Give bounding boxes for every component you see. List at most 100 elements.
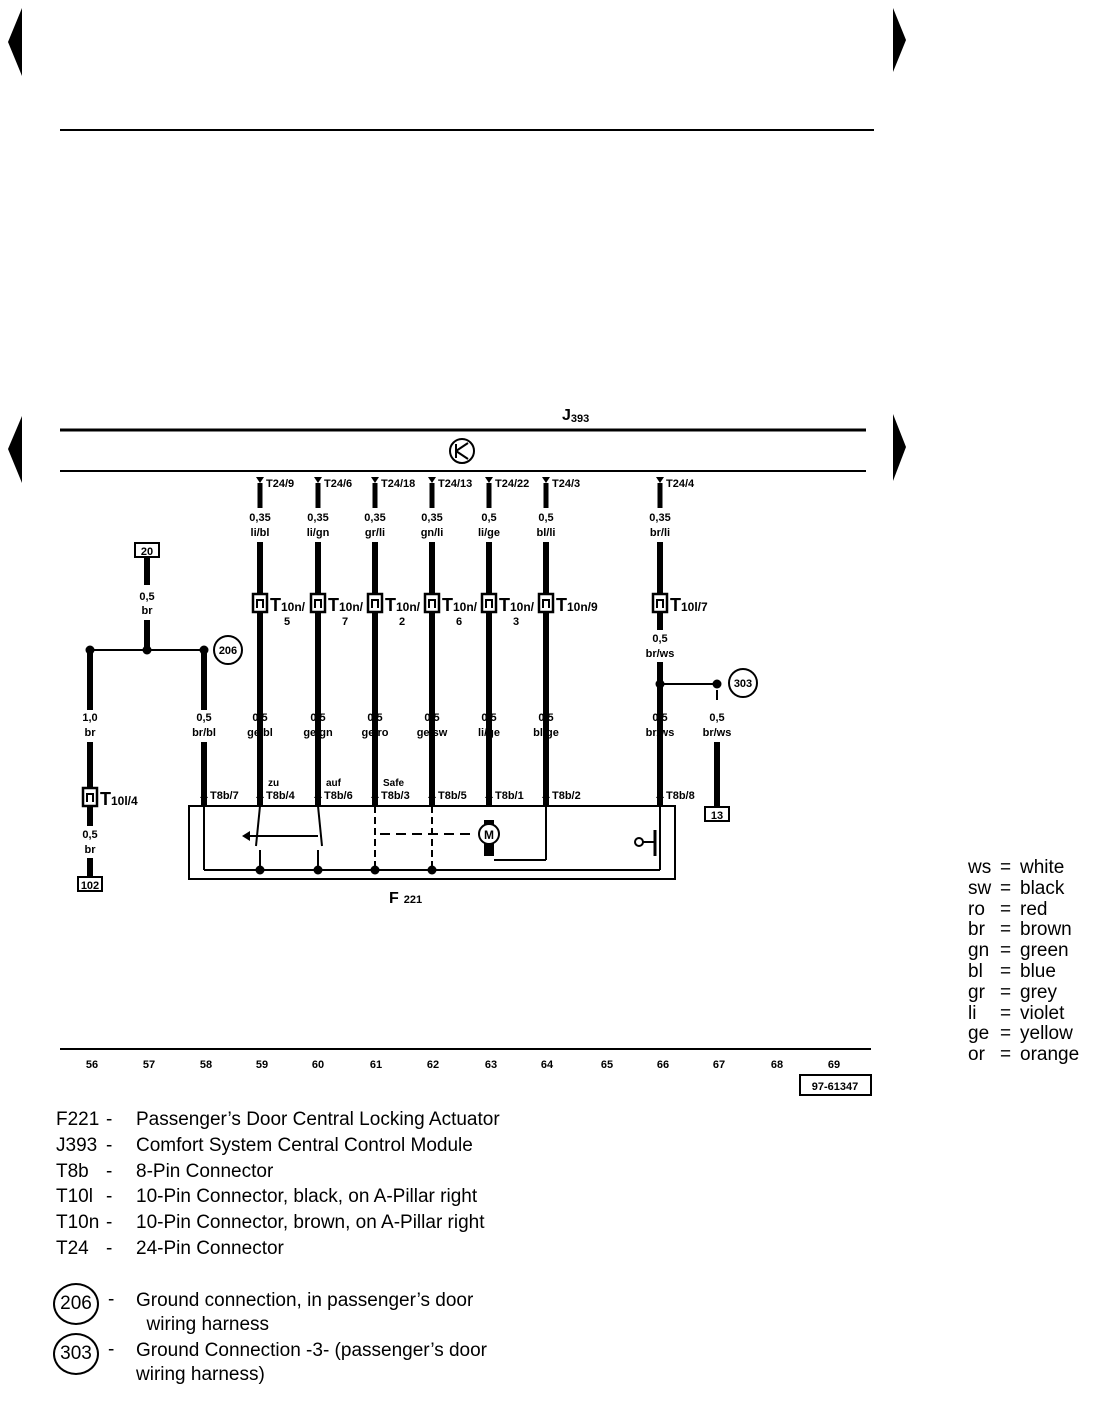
connector-sub: 10l/7 [681,600,708,614]
electronic-module-icon-e [455,450,469,460]
wire-color-20: br [142,605,154,617]
legend-dash: - [106,1109,113,1130]
wire-color-top: gn/li [421,527,444,539]
legend-code: T10n [56,1212,100,1234]
color-name: blue [1020,961,1056,982]
wire-function-label: auf [326,778,342,789]
right-wire-color: br/bl [192,727,216,739]
color-equals: = [1000,877,1012,899]
grid-number: 63 [485,1059,497,1071]
connector-icon-inner [428,599,436,608]
connector-pin: 7 [342,616,348,628]
wire-size-bottom: 0,5 [538,712,553,724]
wire-color-bottom: ge/sw [417,727,448,739]
wire-size-top: 0,35 [307,512,328,524]
grid-number: 68 [771,1059,783,1071]
ground-symbol-206: 206 [53,1283,99,1325]
left-wire-color-bottom: br [85,844,97,856]
left-wire-color: br [85,727,97,739]
ref-box-13-text: 13 [711,810,723,822]
branch-size: 0,5 [709,712,724,724]
connector-sub: 10n/ [396,600,421,614]
wire-arrow-bottom [485,792,493,798]
color-name: green [1020,940,1069,962]
prev-page-arrow-top [8,8,22,76]
legend-desc: 10-Pin Connector, black, on A-Pillar rig… [136,1186,478,1208]
wire-color-mid: br/ws [646,648,675,660]
color-name: black [1020,877,1065,899]
legend-desc: Comfort System Central Control Module [136,1134,473,1156]
connector-icon [651,592,669,614]
wire-size-bottom: 0,5 [367,712,382,724]
color-equals: = [1000,1002,1012,1024]
connector-pin: 5 [284,616,290,628]
junction-dot-mid [142,645,152,655]
connector-icon [480,592,498,614]
motor-icon-label: M [484,828,494,842]
left-ground-network: 200,5br2061,0brT10l/40,5br1020,5br/blT8b… [77,542,243,892]
left-wire-size: 1,0 [82,712,97,724]
prev-page-arrow-mid [8,416,22,483]
connector-letter: T [499,595,510,615]
wire-arrow-top [428,477,436,483]
color-equals: = [1000,1023,1012,1045]
connector-icon-T10l-4 [81,786,99,808]
microswitch-icon [634,837,644,847]
connector-letter: T [442,595,453,615]
legend-dash: - [106,1134,113,1156]
wire-function-label: zu [268,778,279,789]
wire-size-top: 0,35 [249,512,270,524]
connector-icon [251,592,269,614]
safe-dot-1 [370,865,380,875]
legend-desc: 24-Pin Connector [136,1238,284,1259]
legend-dash: - [106,1238,113,1259]
color-name: grey [1020,981,1057,1003]
wire-pin-label: T24/22 [495,478,529,490]
ground-206-symbol-text: 206 [219,645,237,657]
wire-size-bottom: 0,5 [310,712,325,724]
grid-number: 56 [86,1059,98,1071]
wire-size-top: 0,35 [364,512,385,524]
color-code: or [968,1044,985,1066]
ground-legend-desc: Ground Connection -3- (passenger’s door … [136,1340,487,1385]
color-equals: = [1000,961,1012,982]
switch-contact-2 [317,805,323,847]
grid-number: 65 [601,1059,613,1071]
legend-row: T10n-10-Pin Connector, brown, on A-Pilla… [56,1211,596,1235]
legend-dash: - [106,1212,113,1234]
connector-label: T10l/7 [670,595,708,615]
wire-arrow-bottom [371,792,379,798]
ref-box-102 [77,876,103,892]
color-name: red [1020,898,1048,920]
wire-color-bottom: ge/bl [247,727,273,739]
wire-size-bottom: 0,5 [424,712,439,724]
ground-303-symbol-text: 303 [734,678,752,690]
legend-code: F221 [56,1109,100,1130]
wire-size-bottom: 0,5 [252,712,267,724]
legend-row: F221-Passenger’s Door Central Locking Ac… [56,1108,596,1132]
switch-contact-1 [255,805,261,847]
ground-legend-dash: - [108,1289,115,1310]
color-equals: = [1000,940,1012,962]
connector-pin: 2 [399,616,405,628]
color-equals: = [1000,981,1012,1003]
wire-pin-label: T24/6 [324,478,352,490]
wire-color-bottom: br/ws [646,727,675,739]
wire-arrow-top [256,477,264,483]
wire-size-top: 0,35 [421,512,442,524]
connector-sub: 10l/4 [111,794,138,808]
legend-dash: - [106,1160,113,1182]
wire-size-mid: 0,5 [652,633,667,645]
color-code: gr [968,981,985,1003]
wire-arrow-bottom [314,792,322,798]
grid-number: 66 [657,1059,669,1071]
ref-box-102-text: 102 [81,880,99,892]
wire-t8b-label: T8b/6 [324,790,353,802]
safe-dot-2 [427,865,437,875]
connector-sub: 10n/ [453,600,478,614]
connector-label: T10n/ [499,595,535,615]
connector-letter: T [556,595,567,615]
